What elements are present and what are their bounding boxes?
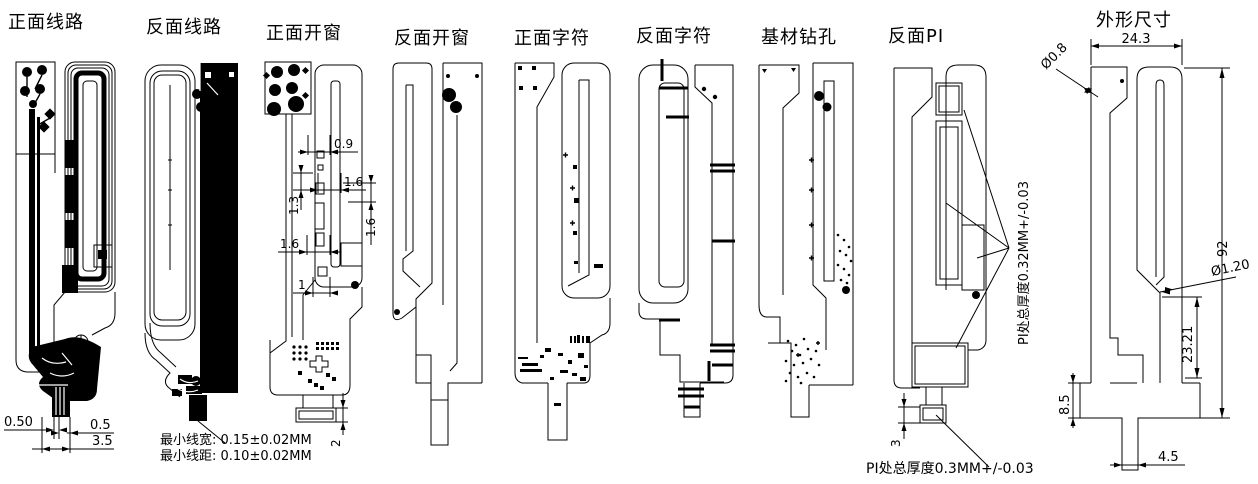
dim-b-label: 1.6 [344,175,363,189]
dimension-graphics: 24.3 Ø0.8 92 Ø1.20 23.21 8.5 4.5 [1038,32,1251,468]
panel-title-back-silkscreen: 反面字符 [636,26,712,47]
panel-art-back-window [392,62,483,446]
drill-holes [762,68,853,385]
bottom-trace-cluster [172,375,226,444]
panel-title-back-pi: 反面PI [888,26,945,47]
panel-title-back-circuit: 反面线路 [146,17,222,38]
window-openings [314,150,363,289]
note-min-trace-space: 最小线距: 0.10±0.02MM [160,449,312,464]
dim-e-label: 1.6 [280,237,299,251]
panel-title-outline-dims: 外形尺寸 [1096,10,1172,31]
dim-d-label: 1.6 [364,218,378,237]
dim-tail-label: 3 [889,439,903,447]
dim-height-label: 92 [1216,240,1231,257]
panel-art-back-silkscreen [638,59,735,418]
note-pi-bottom: PI处总厚度0.3MM+/-0.03 [866,461,1034,477]
dim-c-label: 1.3 [287,196,301,215]
note-min-trace-width: 最小线宽: 0.15±0.02MM [160,433,312,448]
board-outline [392,62,483,446]
board-outline [638,64,734,418]
circuit-pads [20,65,56,133]
note-pi-side: PI处总厚度0.32MM+/-0.03 [1016,181,1032,345]
dim-a-label: 0.9 [334,137,353,151]
board-outline [1079,66,1201,471]
dim-tail-height-label: 8.5 [1058,394,1073,415]
panel-art-substrate-drill [758,62,854,418]
panel-art-outline-dims: 24.3 Ø0.8 92 Ø1.20 23.21 8.5 4.5 [1038,32,1251,471]
dim-tail-width-label: 3.5 [92,434,113,449]
silkscreen-tick-marks [659,59,735,409]
panel-title-front-window: 正面开窗 [266,23,342,44]
dim-segment-label: 23.21 [1181,326,1196,363]
panel-art-back-circuit [144,63,238,444]
board-outline [758,62,854,418]
panel-title-front-circuit: 正面线路 [8,12,84,33]
dim-gap-label: 0.50 [4,415,33,430]
panel-art-front-silkscreen [514,62,611,441]
board-outline [514,62,611,441]
board-outline [144,64,196,398]
drill-dots [442,74,479,113]
dim-tail-width-label: 4.5 [1158,450,1179,465]
dim-tail-trace-label: 0.5 [90,418,111,433]
tail-window [295,395,337,423]
pi-leader-lines [935,109,1010,468]
panel-art-front-circuit: 0.50 0.5 3.5 [4,61,116,453]
dim-g-label: 2 [329,439,343,447]
copper-plane [192,63,238,393]
board-outline [893,64,987,424]
dim-f-label: 1 [298,278,306,292]
panel-art-back-pi: 3 PI处总厚度0.32MM+/-0.03 [889,64,1032,468]
window-pads [262,64,310,116]
panel-title-front-silkscreen: 正面字符 [514,28,590,49]
bottom-trace-cluster [28,334,101,417]
bottom-pad-cluster [292,342,339,390]
dim-hole-large-label: Ø1.20 [1210,257,1251,280]
dimension-graphics: 0.9 1.6 1.3 1.6 1.6 1 2 [278,135,378,447]
dim-hole-small-label: Ø0.8 [1038,40,1070,72]
dimension-graphics: 3 PI处总厚度0.32MM+/-0.03 [889,181,1032,447]
silkscreen-marks [518,66,603,406]
panel-title-substrate-drill: 基材钻孔 [761,27,837,48]
circuit-traces [29,109,113,354]
dimension-graphics: 0.50 0.5 3.5 [4,415,114,453]
dim-width-top-label: 24.3 [1122,32,1151,47]
panel-title-back-window: 反面开窗 [394,28,470,49]
panel-art-front-window: 0.9 1.6 1.3 1.6 1.6 1 2 [262,61,378,447]
board-outline [264,61,363,396]
